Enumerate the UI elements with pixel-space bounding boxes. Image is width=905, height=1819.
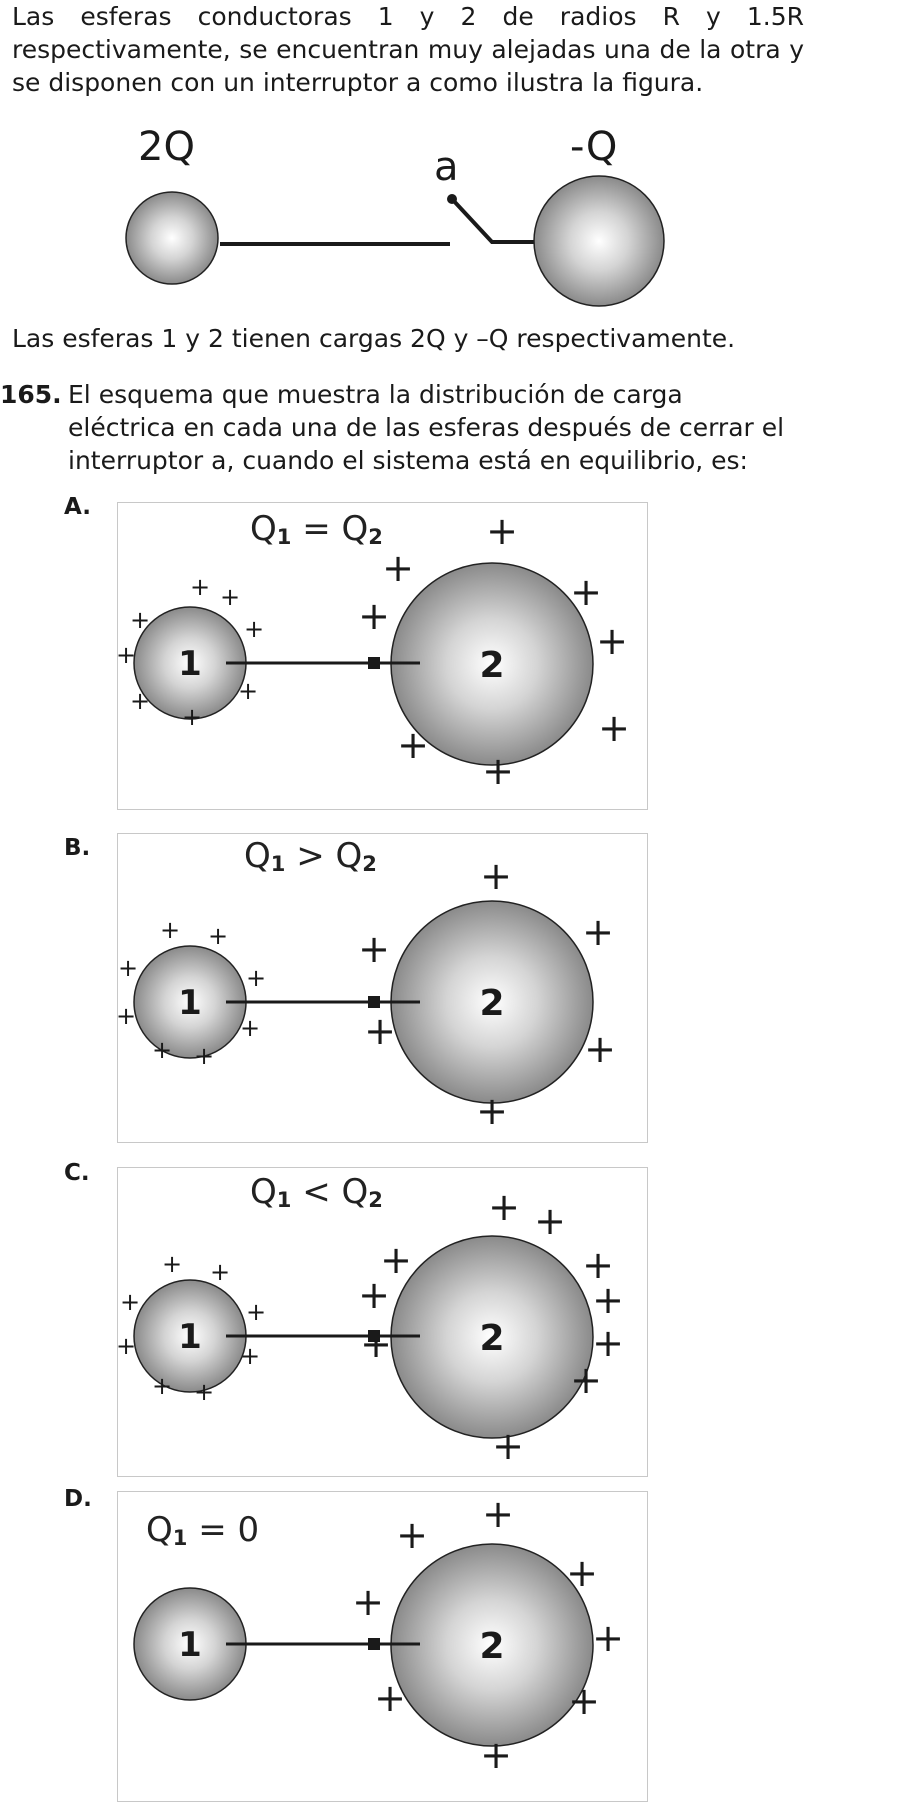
plus-charge-sphere-2: + [592, 1321, 624, 1365]
plus-charge-sphere-2: + [382, 546, 414, 590]
plus-charge-sphere-1: + [118, 641, 136, 669]
plus-charge-sphere-1: + [118, 1002, 136, 1030]
plus-charge-sphere-1: + [152, 1036, 172, 1064]
plus-charge-sphere-1: + [162, 1250, 182, 1278]
plus-charge-sphere-2: + [492, 1424, 524, 1468]
plus-charge-sphere-1: + [152, 1372, 172, 1400]
switch-label: a [434, 144, 459, 190]
plus-charge-sphere-2: + [352, 1580, 384, 1624]
plus-charge-sphere-2: + [482, 1492, 514, 1536]
plus-charge-sphere-2: + [397, 723, 429, 767]
plus-charge-sphere-2: + [364, 1009, 396, 1053]
plus-charge-sphere-2: + [488, 1185, 520, 1229]
option-b-spheres: 1 2 + + + + + + + + + + + + + + [118, 854, 616, 1133]
option-letter-b[interactable]: B. [64, 835, 91, 861]
relation-b: Q1 > Q2 [244, 836, 377, 876]
sphere-2-label: 2 [479, 1626, 504, 1667]
plus-charge-sphere-2: + [360, 1322, 392, 1366]
plus-charge-sphere-1: + [240, 1342, 260, 1370]
closed-switch [368, 1330, 380, 1342]
plus-charge-sphere-1: + [210, 1258, 230, 1286]
plus-charge-sphere-1: + [130, 687, 150, 715]
plus-charge-sphere-2: + [358, 927, 390, 971]
plus-charge-sphere-1: + [220, 583, 240, 611]
plus-charge-sphere-2: + [568, 1679, 600, 1723]
option-d-spheres: 1 2 + + + + + + + + [133, 1492, 624, 1777]
plus-charge-sphere-2: + [480, 1733, 512, 1777]
sphere-1-label: 1 [178, 1625, 202, 1665]
plus-charge-sphere-2: + [582, 1243, 614, 1287]
plus-charge-sphere-2: + [598, 706, 630, 750]
plus-charge-sphere-2: + [380, 1238, 412, 1282]
plus-charge-sphere-2: + [358, 1273, 390, 1317]
plus-charge-sphere-1: + [160, 916, 180, 944]
option-letter-a[interactable]: A. [64, 494, 91, 520]
plus-charge-sphere-2: + [480, 854, 512, 898]
plus-charge-sphere-1: + [240, 1014, 260, 1042]
plus-charge-sphere-2: + [358, 594, 390, 638]
plus-charge-sphere-1: + [130, 606, 150, 634]
option-b-diagram[interactable]: Q1 > Q2 1 2 + + + + + + + + + + + + + + [117, 833, 648, 1143]
option-letter-c[interactable]: C. [64, 1160, 90, 1186]
plus-charge-sphere-1: + [118, 954, 138, 982]
switch-lever [450, 197, 536, 244]
plus-charge-sphere-1: + [194, 1042, 214, 1070]
plus-charge-sphere-2: + [596, 619, 628, 663]
plus-charge-sphere-1: + [118, 1332, 136, 1360]
plus-charge-sphere-2: + [476, 1089, 508, 1133]
plus-charge-sphere-1: + [208, 922, 228, 950]
sphere-1-label: 1 [178, 1317, 202, 1357]
plus-charge-sphere-2: + [534, 1199, 566, 1243]
option-letter-d[interactable]: D. [64, 1486, 92, 1512]
option-d-diagram[interactable]: Q1 = 0 1 2 + + + + + + + + [117, 1491, 648, 1802]
plus-charge-sphere-2: + [482, 749, 514, 793]
plus-charge-sphere-1: + [244, 615, 264, 643]
plus-charge-sphere-2: + [396, 1513, 428, 1557]
sphere-1 [125, 191, 219, 285]
plus-charge-sphere-2: + [582, 910, 614, 954]
plus-charge-sphere-1: + [246, 1298, 266, 1326]
sphere-1-label: 1 [178, 983, 202, 1023]
plus-charge-sphere-2: + [570, 570, 602, 614]
closed-switch [368, 657, 380, 669]
closed-switch [368, 996, 380, 1008]
plus-charge-sphere-2: + [374, 1676, 406, 1720]
plus-charge-sphere-1: + [238, 677, 258, 705]
plus-charge-sphere-2: + [592, 1278, 624, 1322]
plus-charge-sphere-1: + [194, 1378, 214, 1406]
circuit-figure: 2Q -Q a [125, 124, 665, 307]
plus-charge-sphere-1: + [246, 964, 266, 992]
plus-charge-sphere-2: + [570, 1358, 602, 1402]
charges-statement: Las esferas 1 y 2 tienen cargas 2Q y –Q … [12, 324, 736, 353]
plus-charge-sphere-2: + [592, 1616, 624, 1660]
plus-charge-sphere-2: + [584, 1027, 616, 1071]
question-text: El esquema que muestra la distribución d… [68, 380, 785, 475]
plus-charge-sphere-1: + [182, 703, 202, 731]
question-number: 165. [0, 380, 62, 409]
relation-c: Q1 < Q2 [250, 1172, 383, 1212]
closed-switch [368, 1638, 380, 1650]
plus-charge-sphere-1: + [120, 1288, 140, 1316]
sphere-2-label: 2 [479, 1318, 504, 1359]
sphere-2-label: 2 [479, 983, 504, 1024]
relation-a: Q1 = Q2 [250, 509, 383, 549]
plus-charge-sphere-2: + [566, 1551, 598, 1595]
sphere-2 [533, 175, 665, 307]
charge-right-label: -Q [570, 124, 617, 170]
plus-charge-sphere-1: + [190, 573, 210, 601]
sphere-2-label: 2 [479, 645, 504, 686]
charge-left-label: 2Q [138, 124, 195, 170]
relation-d: Q1 = 0 [146, 1510, 260, 1550]
sphere-1-label: 1 [178, 644, 202, 684]
plus-charge-sphere-2: + [486, 509, 518, 553]
intro-paragraph: Las esferas conductoras 1 y 2 de radios … [12, 2, 804, 97]
